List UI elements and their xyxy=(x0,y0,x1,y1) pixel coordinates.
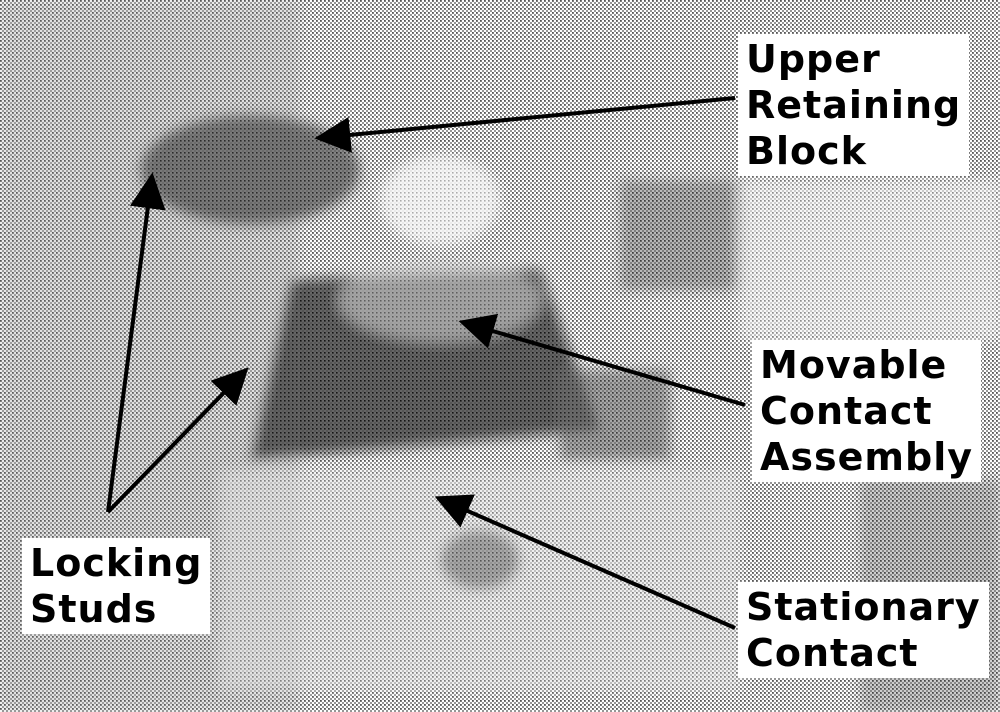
arrow-locking-stud-lower xyxy=(106,367,249,514)
label-line: Upper xyxy=(746,37,881,81)
label-stationary-contact: Stationary Contact xyxy=(738,582,989,678)
arrow-upper-retaining-block xyxy=(314,96,736,153)
label-locking-studs: Locking Studs xyxy=(22,538,211,634)
label-line: Assembly xyxy=(760,435,974,479)
label-line: Studs xyxy=(30,587,158,631)
arrow-movable-contact-assembly xyxy=(458,313,746,407)
label-line: Block xyxy=(746,129,867,173)
label-line: Locking xyxy=(30,541,203,585)
label-line: Movable xyxy=(760,343,948,387)
label-movable-contact-assembly: Movable Contact Assembly xyxy=(752,340,982,482)
label-line: Retaining xyxy=(746,83,962,127)
label-upper-retaining-block: Upper Retaining Block xyxy=(738,34,970,176)
arrow-locking-stud-upper xyxy=(106,172,166,513)
callout-arrows xyxy=(106,96,746,630)
label-line: Contact xyxy=(746,631,919,675)
label-line: Contact xyxy=(760,389,933,433)
arrow-stationary-contact xyxy=(434,494,736,630)
label-line: Stationary xyxy=(746,585,981,629)
